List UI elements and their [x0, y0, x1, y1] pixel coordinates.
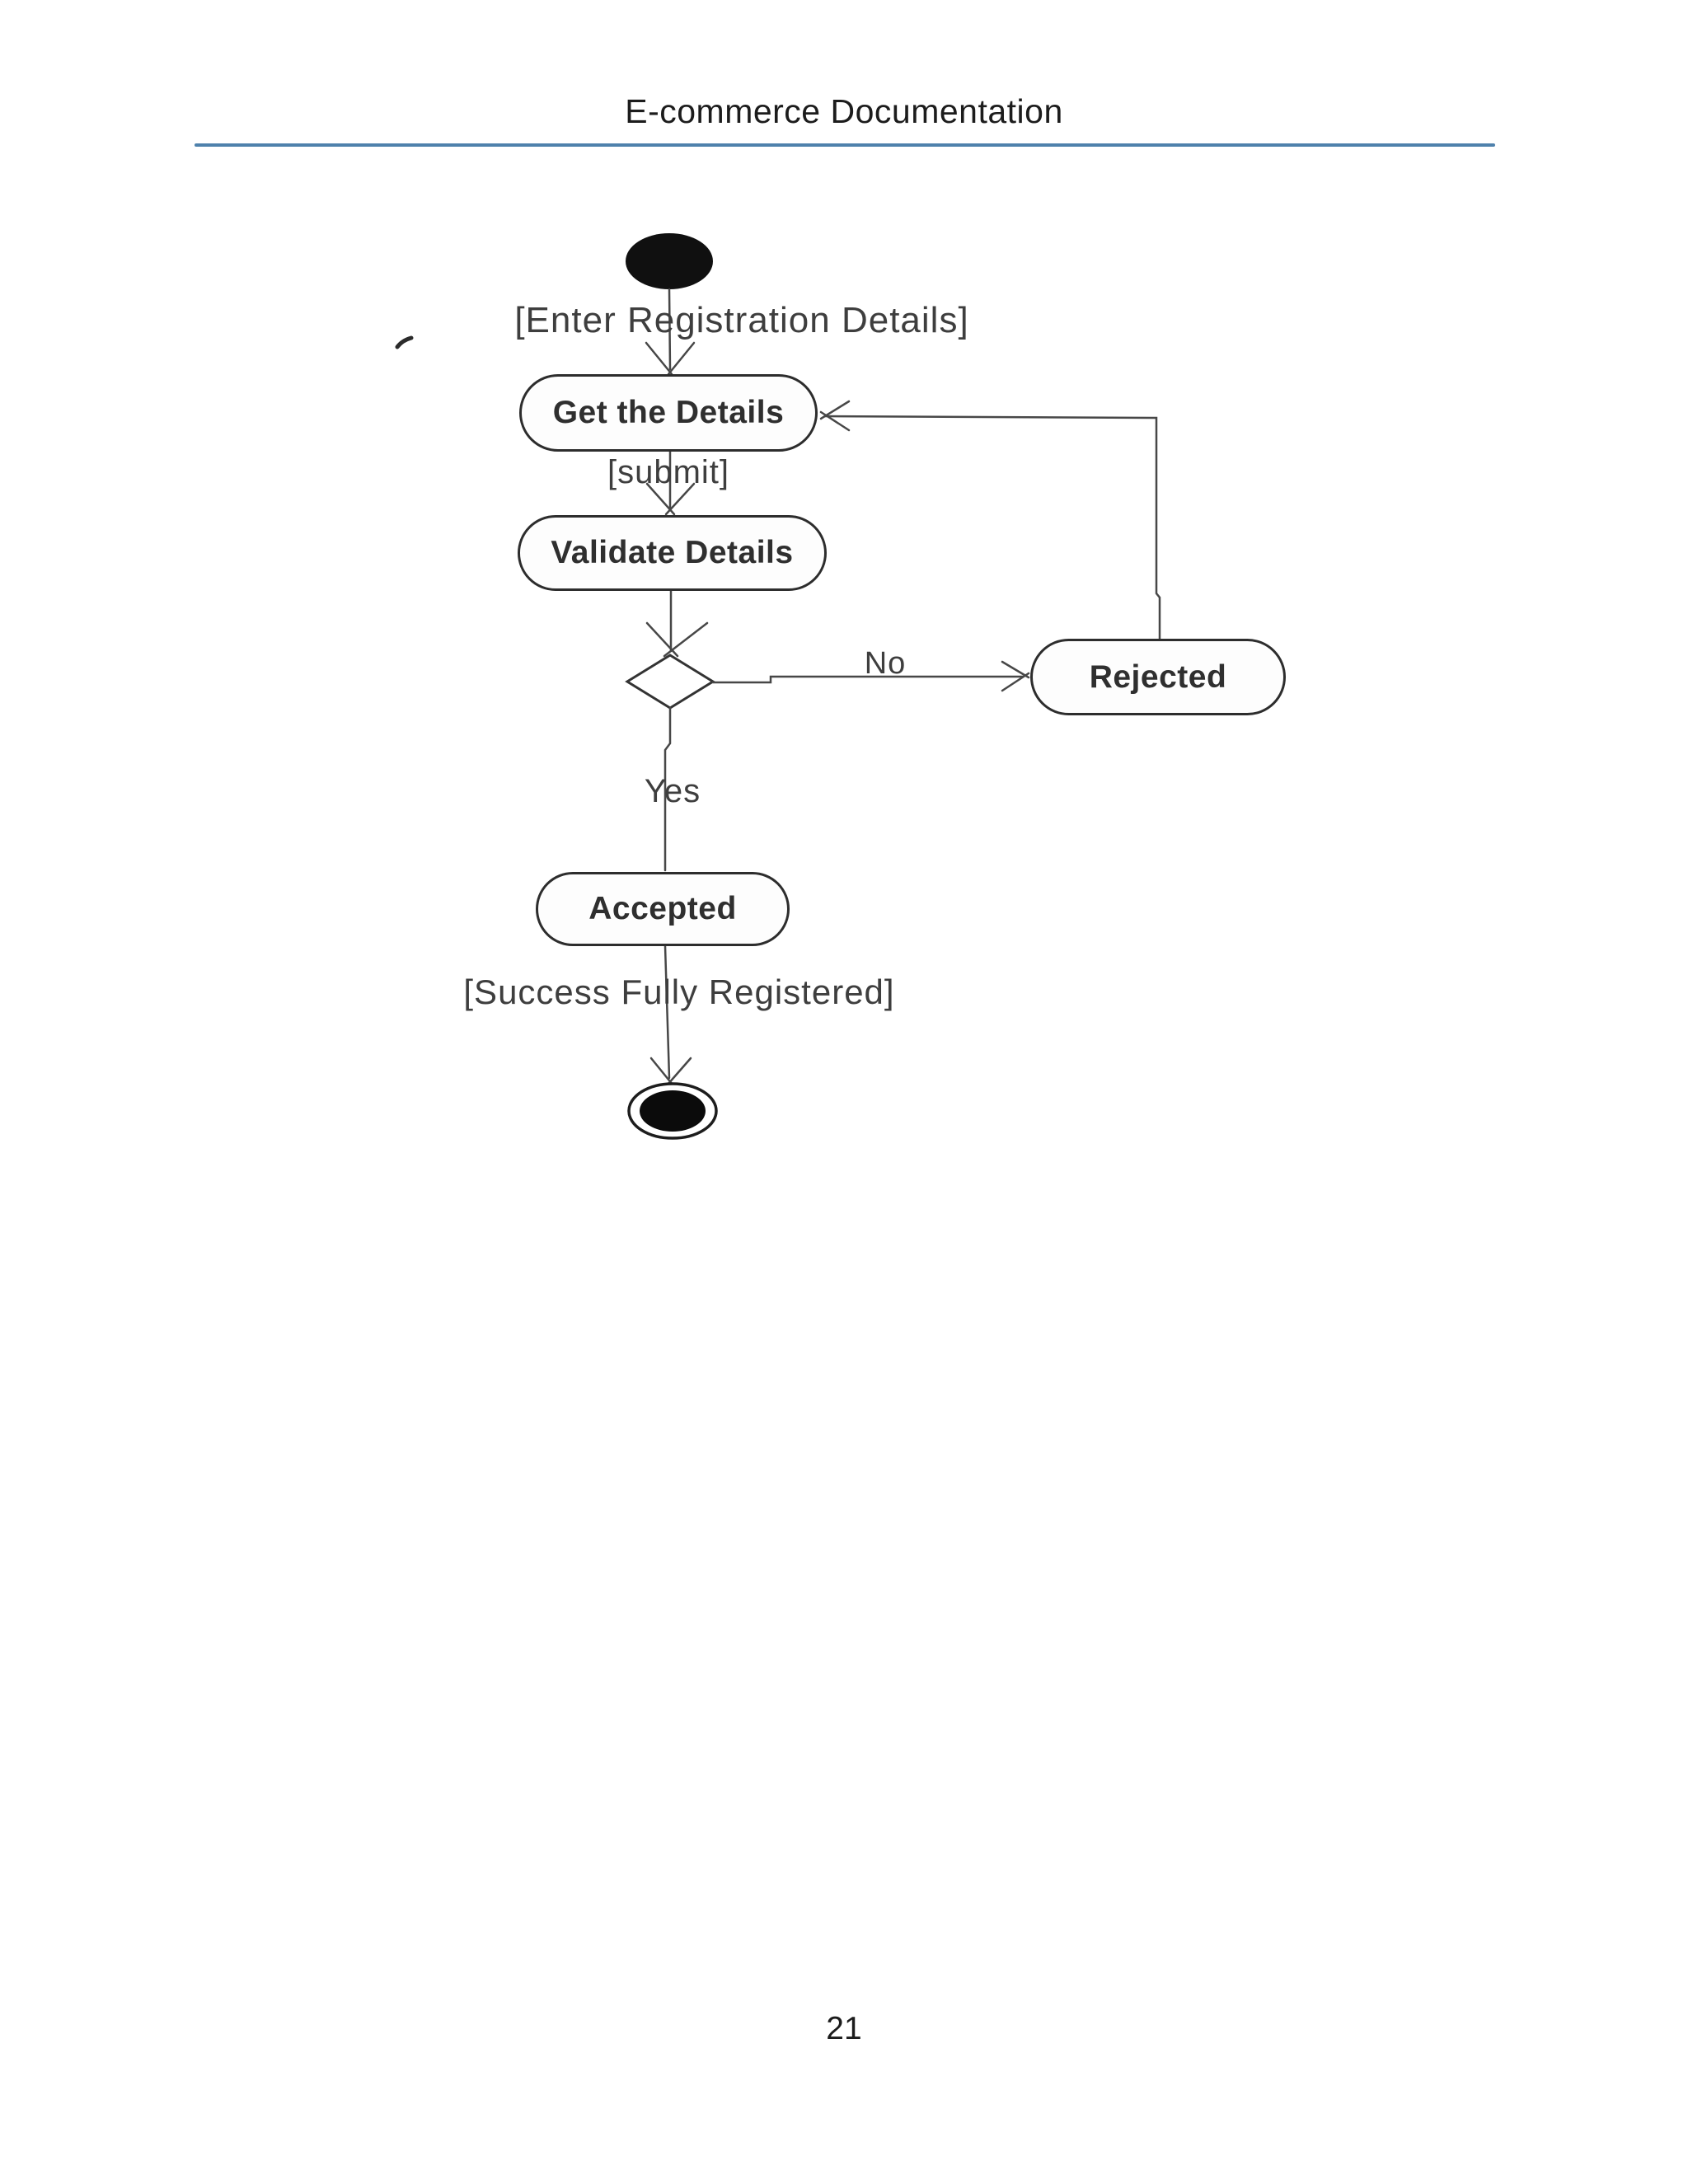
final-node-inner — [640, 1090, 706, 1132]
arrowhead-into-get-top — [645, 341, 696, 376]
edge-label-submit: [submit] — [607, 454, 730, 490]
activity-get-details: Get the Details — [519, 374, 818, 452]
arrowhead-into-rejected — [1001, 660, 1030, 692]
edge-label-no: No — [864, 646, 907, 681]
start-node — [626, 233, 713, 289]
flow-feedback-connector — [823, 415, 1161, 640]
final-node-outer — [627, 1082, 718, 1140]
activity-validate-details: Validate Details — [518, 515, 827, 591]
activity-rejected: Rejected — [1030, 639, 1286, 715]
edge-label-enter-registration: [Enter Registration Details] — [514, 300, 969, 340]
decision-diamond — [625, 654, 715, 710]
activity-accepted: Accepted — [536, 872, 790, 946]
arrowhead-into-decision — [645, 621, 709, 658]
edge-label-yes: Yes — [644, 773, 701, 809]
arrowhead-into-get-right — [819, 400, 851, 432]
arrowhead-into-end — [649, 1057, 692, 1086]
stray-mark — [395, 335, 414, 349]
edge-label-success: [Success Fully Registered] — [463, 972, 895, 1011]
flow-final-connector — [663, 944, 671, 1080]
page-title: E-commerce Documentation — [625, 92, 1063, 130]
header-divider — [195, 143, 1495, 147]
page-number: 21 — [826, 2011, 862, 2046]
